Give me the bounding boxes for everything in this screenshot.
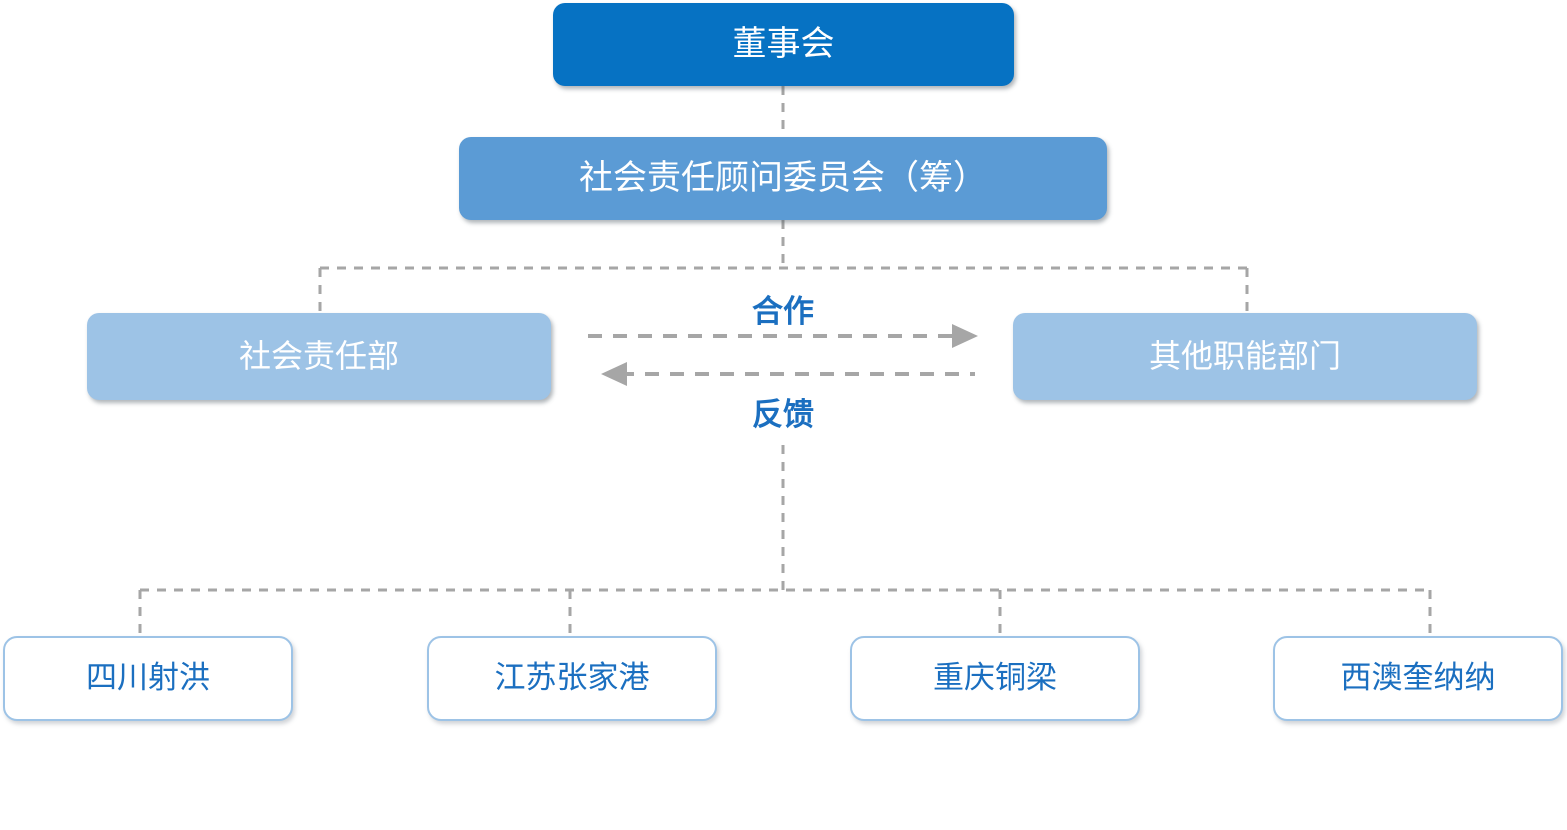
node-site-chongqing-tongliang[interactable]: 重庆铜梁 bbox=[850, 636, 1140, 721]
node-label: 四川射洪 bbox=[86, 660, 210, 696]
node-label: 西澳奎纳纳 bbox=[1340, 660, 1496, 696]
node-label: 社会责任部 bbox=[238, 337, 399, 374]
node-board-of-directors[interactable]: 董事会 bbox=[553, 3, 1014, 86]
arrow-cooperation-head bbox=[952, 324, 978, 348]
relation-label-cooperation: 合作 bbox=[752, 294, 814, 329]
node-other-functional-departments[interactable]: 其他职能部门 bbox=[1013, 313, 1477, 400]
arrow-feedback-head bbox=[601, 362, 627, 386]
node-csr-department[interactable]: 社会责任部 bbox=[87, 313, 551, 400]
node-site-sichuan-shehong[interactable]: 四川射洪 bbox=[3, 636, 293, 721]
node-site-jiangsu-zhangjiagang[interactable]: 江苏张家港 bbox=[427, 636, 717, 721]
node-site-western-australia-kwinana[interactable]: 西澳奎纳纳 bbox=[1273, 636, 1563, 721]
node-label: 其他职能部门 bbox=[1148, 337, 1341, 374]
node-label: 董事会 bbox=[732, 24, 835, 63]
node-label: 江苏张家港 bbox=[494, 660, 650, 696]
node-label: 重庆铜梁 bbox=[933, 660, 1057, 696]
relation-label-feedback: 反馈 bbox=[752, 397, 814, 432]
node-csr-advisory-committee[interactable]: 社会责任顾问委员会（筹） bbox=[459, 137, 1107, 220]
node-label: 社会责任顾问委员会（筹） bbox=[579, 158, 987, 197]
